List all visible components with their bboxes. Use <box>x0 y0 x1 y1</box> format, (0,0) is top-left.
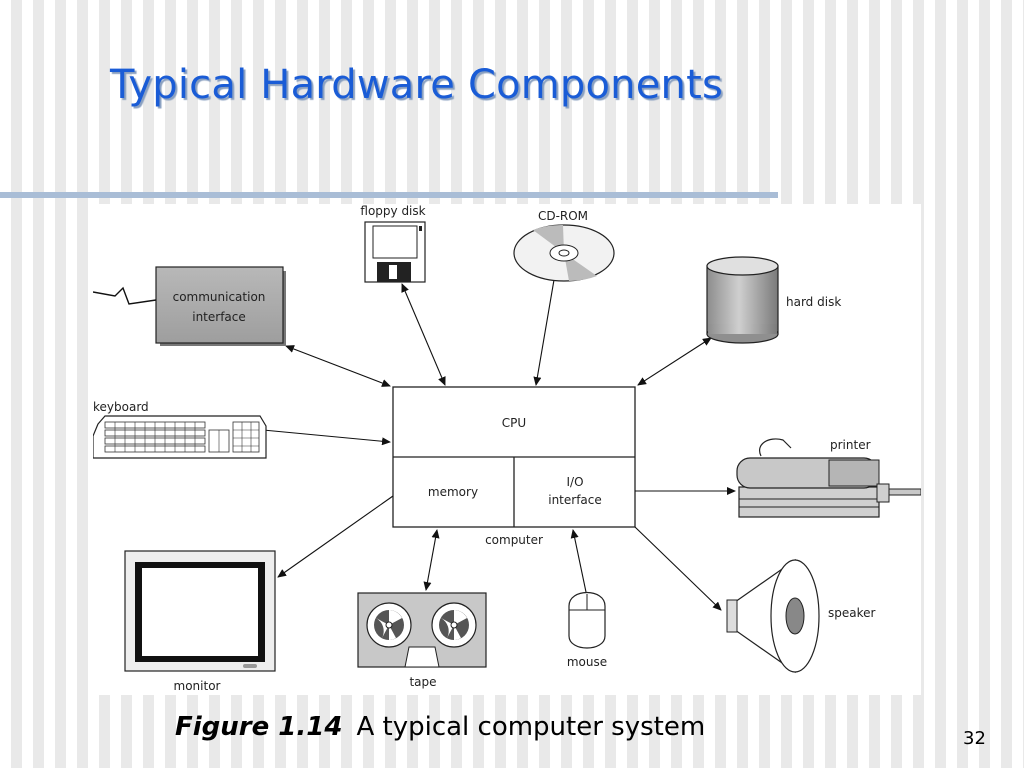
communication-label-line1: communication <box>173 290 266 304</box>
computer-label: computer <box>485 533 543 547</box>
harddisk-arrow <box>637 337 712 386</box>
hard-disk-label: hard disk <box>786 295 841 309</box>
cpu-label: CPU <box>502 416 526 430</box>
io-label-line2: interface <box>548 493 602 507</box>
title-divider <box>0 192 778 198</box>
communication-arrow <box>285 345 391 387</box>
cd-rom-label: CD-ROM <box>538 209 588 223</box>
cdrom-arrow <box>533 273 556 386</box>
mouse-arrow <box>570 529 587 593</box>
mouse-label: mouse <box>567 655 607 669</box>
figure-caption-text: A typical computer system <box>356 712 706 742</box>
keyboard-icon <box>93 415 267 459</box>
monitor-arrow <box>277 495 394 578</box>
floppy-arrow <box>401 283 446 386</box>
computer-system-diagram: CPU memory I/O interface computer <box>93 204 921 695</box>
communication-interface-icon <box>93 266 286 346</box>
tape-icon <box>357 592 487 668</box>
memory-label: memory <box>428 485 478 499</box>
floppy-disk-label: floppy disk <box>360 204 425 218</box>
keyboard-arrow <box>262 429 391 446</box>
slide-title: Typical Hardware Components <box>110 62 724 108</box>
monitor-label: monitor <box>174 679 221 693</box>
printer-label: printer <box>830 438 871 452</box>
floppy-disk-icon <box>364 221 426 283</box>
connection-arrows <box>262 273 736 611</box>
mouse-icon <box>568 592 606 649</box>
speaker-icon <box>726 558 820 674</box>
tape-label: tape <box>409 675 436 689</box>
printer-icon <box>736 438 921 518</box>
figure-caption: Figure 1.14 A typical computer system <box>175 712 705 742</box>
computer-box: CPU memory I/O interface computer <box>392 386 636 547</box>
io-label-line1: I/O <box>566 475 583 489</box>
hard-disk-icon <box>706 256 779 344</box>
keyboard-label: keyboard <box>93 400 149 414</box>
cd-rom-icon <box>513 224 615 282</box>
figure-number: Figure 1.14 <box>175 712 343 742</box>
tape-arrow <box>423 529 440 591</box>
speaker-label: speaker <box>828 606 876 620</box>
speaker-arrow <box>634 526 722 611</box>
monitor-icon <box>124 550 276 672</box>
communication-label-line2: interface <box>192 310 246 324</box>
slide-number: 32 <box>963 728 986 749</box>
